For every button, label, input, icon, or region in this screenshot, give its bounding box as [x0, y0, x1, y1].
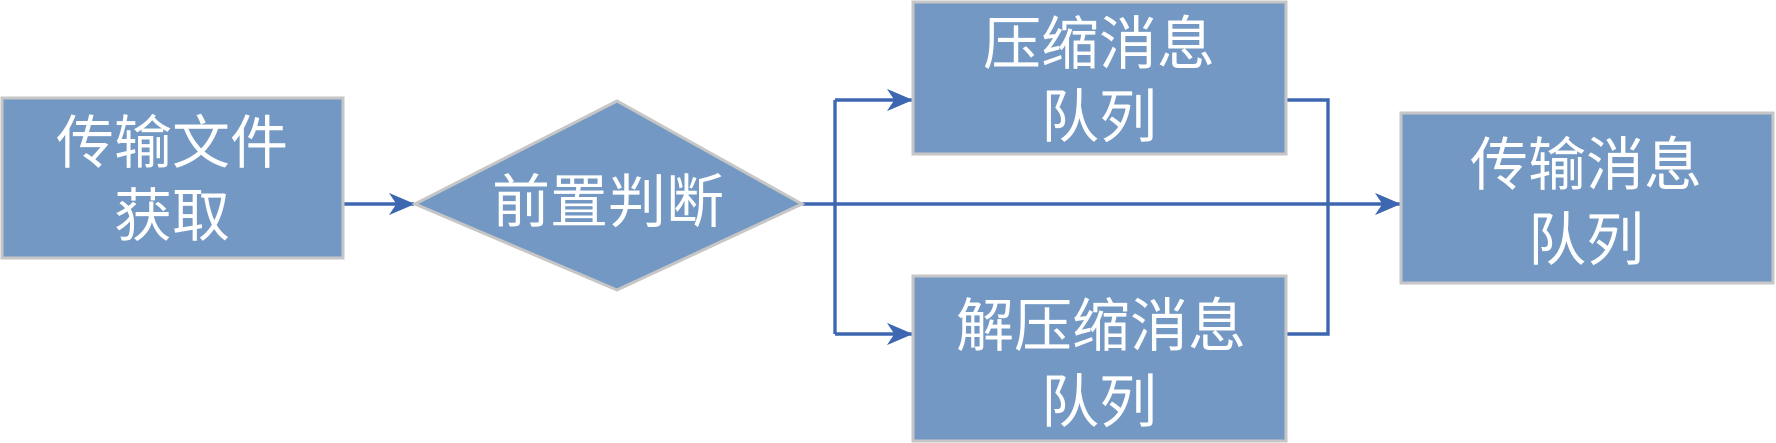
node-acquire: 传输文件 获取 [0, 96, 345, 260]
node-transfer: 传输消息 队列 [1399, 111, 1775, 285]
node-transfer-label-line-2: 队列 [1528, 206, 1644, 274]
node-transfer-box [1399, 111, 1775, 285]
node-compress: 压缩消息 队列 [911, 0, 1288, 156]
node-transfer-label-line-1: 传输消息 [1470, 131, 1702, 199]
node-acquire-box [0, 96, 345, 260]
node-decompress-label-line-1: 解压缩消息 [956, 292, 1246, 360]
edges [343, 88, 1401, 346]
node-compress-label-line-2: 队列 [1041, 83, 1157, 151]
node-compress-box [911, 0, 1288, 156]
node-compress-label-line-1: 压缩消息 [983, 10, 1215, 78]
node-judge: 前置判断 [411, 99, 806, 292]
node-judge-label: 前置判断 [492, 168, 724, 236]
node-decompress-label-line-2: 队列 [1041, 368, 1157, 436]
edge-merge-compress-decompress [1286, 98, 1330, 336]
node-acquire-label-line-1: 传输文件 [56, 109, 288, 177]
node-decompress: 解压缩消息 队列 [911, 274, 1288, 443]
node-judge-diamond [411, 99, 806, 292]
node-acquire-label-line-2: 获取 [114, 182, 230, 250]
node-decompress-box [911, 274, 1288, 443]
